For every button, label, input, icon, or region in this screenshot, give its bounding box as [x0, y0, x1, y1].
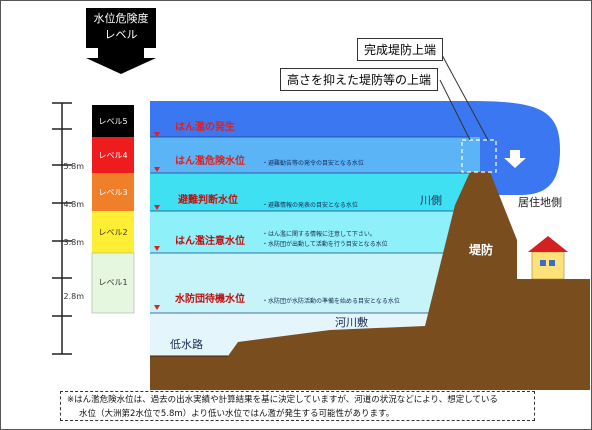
down-arrow-icon — [86, 48, 156, 74]
residential-side-label: 居住地側 — [518, 195, 562, 209]
level-4-box — [92, 137, 134, 173]
scale-value: 4.8m — [63, 200, 84, 209]
house-icon — [528, 236, 568, 280]
footnote-line2: 水位（大洲第2水位で5.8m）より低い水位ではん濫が発生する可能性があります。 — [79, 409, 395, 419]
level-label: レベル1 — [98, 278, 127, 287]
band-labels: はん濫の発生 はん濫危険水位 ・避難勧告等の発令の目安となる水位 避難判断水位 … — [154, 120, 400, 310]
band-note: ・水防団が水防活動の準備を始める目安となる水位 — [262, 297, 400, 305]
levee-ground — [150, 172, 590, 390]
band-evacuation — [150, 173, 480, 211]
callout-completed-levee: 完成堤防上端 — [357, 38, 444, 61]
level-label: レベル5 — [98, 117, 127, 126]
river-side-label: 川側 — [420, 194, 442, 207]
level-label: レベル4 — [98, 151, 127, 160]
callout-suppressed-levee: 高さを抑えた堤防等の上端 — [280, 68, 439, 91]
band-note-line1: ・はん濫に関する情報に注意して下さい。 — [262, 230, 376, 238]
overflow-band — [150, 101, 560, 195]
callout-completed-text: 完成堤防上端 — [364, 43, 437, 57]
level-label: レベル2 — [98, 228, 127, 237]
band-note-line2: ・水防団が出動して活動を行う目安となる水位 — [262, 240, 388, 248]
marker-triangle — [154, 132, 160, 137]
overflow-arrow-icon — [504, 150, 526, 168]
scale-value: 3.8m — [63, 238, 84, 247]
level-2-box — [92, 211, 134, 253]
band-caution — [150, 211, 480, 253]
dashed-crest-box — [461, 139, 497, 173]
level-5-box — [92, 105, 134, 137]
level-label: レベル3 — [98, 188, 127, 197]
level-3-box — [92, 173, 134, 211]
terrain — [150, 172, 590, 390]
band-note: ・避難勧告等の発令の目安となる水位 — [262, 159, 364, 167]
header-line2: レベル — [105, 28, 138, 41]
marker-triangle — [154, 246, 160, 251]
band-label-standby: 水防団待機水位 — [174, 292, 245, 305]
marker-triangle — [154, 305, 160, 310]
level-1-box — [91, 252, 135, 314]
footnote-line1: ※はん濫危険水位は、過去の出水実績や計算結果を基に決定していますが、河道の状況な… — [67, 395, 498, 405]
low-water-channel-label: 低水路 — [170, 338, 203, 351]
band-standby — [150, 253, 480, 313]
leader-line — [441, 54, 489, 141]
scale-value: 5.8m — [63, 162, 84, 171]
floodplain-label: 河川敷 — [335, 315, 368, 329]
header-box — [86, 8, 156, 48]
band-label-overflow: はん濫の発生 — [175, 120, 235, 133]
scale-value: 2.8m — [63, 292, 84, 301]
scale-ruler: 5.8m 4.8m 3.8m 2.8m — [52, 102, 84, 355]
band-danger — [150, 137, 480, 173]
band-label-evacuation: 避難判断水位 — [177, 193, 238, 206]
marker-triangle — [154, 205, 160, 210]
band-label-caution: はん濫注意水位 — [175, 234, 245, 247]
callout-suppressed-text: 高さを抑えた堤防等の上端 — [287, 73, 432, 87]
leader-line — [439, 79, 471, 141]
levee-label: 堤防 — [469, 242, 493, 257]
header-line1: 水位危険度 — [94, 11, 149, 25]
footnote-box: ※はん濫危険水位は、過去の出水実績や計算結果を基に決定していますが、河道の状況な… — [60, 391, 535, 421]
band-label-danger: はん濫危険水位 — [175, 154, 245, 167]
marker-triangle — [154, 167, 160, 172]
band-note: ・避難情報の発表の目安となる水位 — [262, 201, 358, 209]
level-column: レベル5 レベル4 レベル3 レベル2 レベル1 — [91, 105, 135, 314]
